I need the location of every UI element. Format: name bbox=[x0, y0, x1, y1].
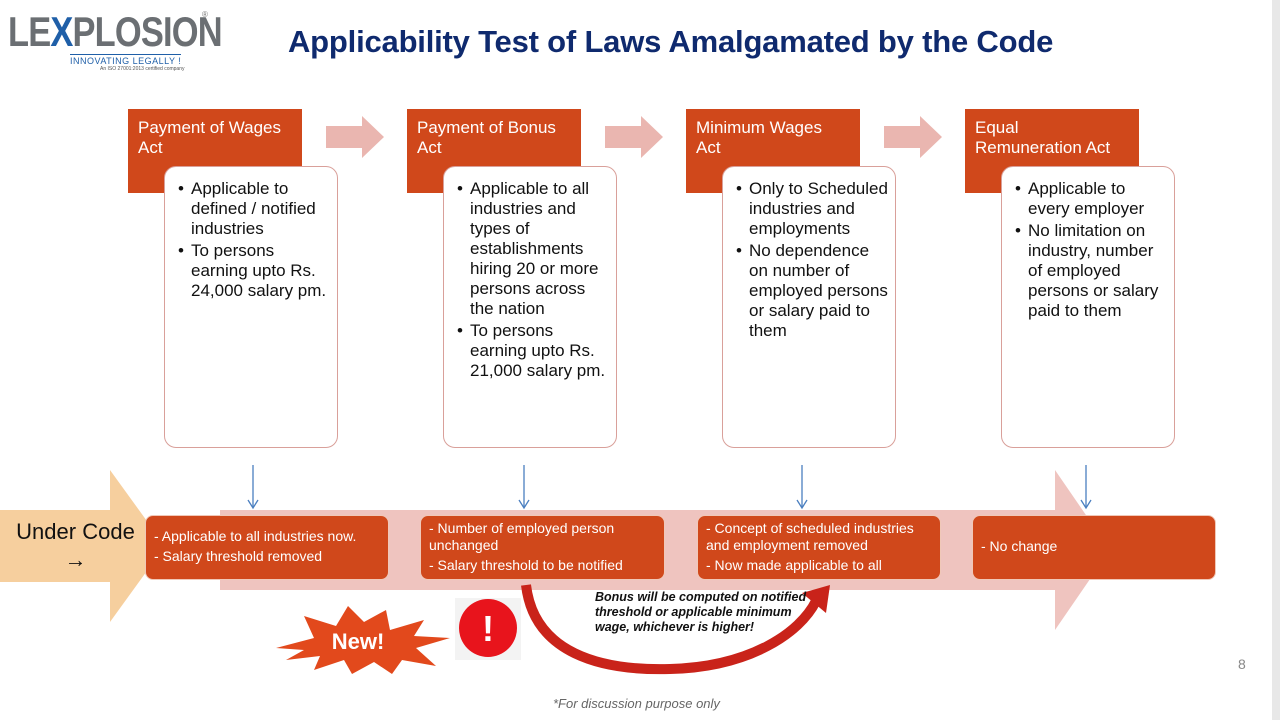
down-arrow-icon bbox=[518, 465, 530, 510]
bonus-note: Bonus will be computed on notified thres… bbox=[595, 590, 807, 634]
window-edge bbox=[1272, 0, 1280, 720]
under-code-label: Under Code → bbox=[8, 518, 143, 574]
act-card-payment-of-bonus: Applicable to all industries and types o… bbox=[443, 166, 617, 448]
lexplosion-logo: LEXPLOSION ® INNOVATING LEGALLY ! An ISO… bbox=[8, 8, 223, 74]
card-point: Only to Scheduled industries and employm… bbox=[736, 179, 889, 239]
card-point: No limitation on industry, number of emp… bbox=[1015, 221, 1168, 321]
alert-icon: ! bbox=[455, 598, 521, 660]
new-label: New! bbox=[332, 629, 385, 654]
act-card-payment-of-wages: Applicable to defined / notified industr… bbox=[164, 166, 338, 448]
slide-title: Applicability Test of Laws Amalgamated b… bbox=[288, 24, 1054, 59]
logo-wordmark: LEXPLOSION bbox=[8, 8, 223, 55]
card-point: To persons earning upto Rs. 24,000 salar… bbox=[178, 241, 331, 301]
page-number: 8 bbox=[1238, 656, 1246, 672]
logo-subline: An ISO 27001:2013 certified company bbox=[100, 66, 185, 72]
result-box-equal-remuneration: - No change bbox=[972, 515, 1216, 580]
card-point: Applicable to defined / notified industr… bbox=[178, 179, 331, 239]
result-box-minimum-wages: - Concept of scheduled industries and em… bbox=[697, 515, 941, 580]
new-burst-icon: New! bbox=[276, 606, 450, 674]
right-arrow-icon bbox=[884, 116, 942, 158]
logo-registered-mark: ® bbox=[202, 10, 208, 19]
logo-tagline: INNOVATING LEGALLY ! bbox=[70, 54, 182, 66]
footer-disclaimer: *For discussion purpose only bbox=[553, 696, 720, 711]
act-card-minimum-wages: Only to Scheduled industries and employm… bbox=[722, 166, 896, 448]
result-box-wages: - Applicable to all industries now. - Sa… bbox=[145, 515, 389, 580]
card-point: No dependence on number of employed pers… bbox=[736, 241, 889, 341]
right-arrow-icon: → bbox=[64, 547, 87, 572]
card-point: Applicable to all industries and types o… bbox=[457, 179, 610, 319]
card-point: To persons earning upto Rs. 21,000 salar… bbox=[457, 321, 610, 381]
down-arrow-icon bbox=[1080, 465, 1092, 510]
alert-symbol: ! bbox=[482, 608, 494, 649]
under-code-band-arrow bbox=[0, 470, 1110, 630]
down-arrow-icon bbox=[247, 465, 259, 510]
right-arrow-icon bbox=[605, 116, 663, 158]
curved-arrow-icon bbox=[521, 584, 830, 675]
result-box-bonus: - Number of employed person unchanged - … bbox=[420, 515, 665, 580]
card-point: Applicable to every employer bbox=[1015, 179, 1168, 219]
act-card-equal-remuneration: Applicable to every employer No limitati… bbox=[1001, 166, 1175, 448]
down-arrow-icon bbox=[796, 465, 808, 510]
right-arrow-icon bbox=[326, 116, 384, 158]
